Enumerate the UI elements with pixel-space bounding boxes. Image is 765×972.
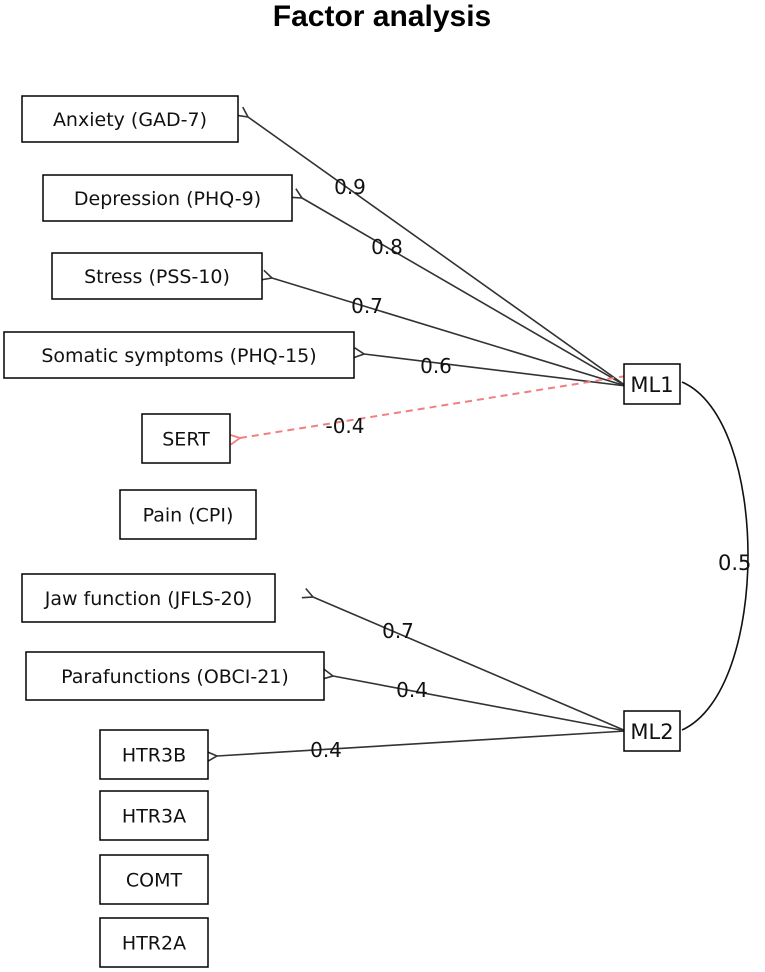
factor-label: ML1 [630,373,673,397]
variable-sert: SERT [141,413,231,464]
loading-arrow-sert [240,375,627,438]
loading-value-htr3b: 0.4 [310,738,342,762]
loading-value-parafunctions: 0.4 [396,678,428,702]
loading-value-anxiety: 0.9 [334,175,366,199]
variable-box [99,917,209,968]
variable-label: Depression (PHQ-9) [74,188,261,210]
variable-box [21,95,239,143]
variable-box [21,573,276,623]
variable-box [99,854,209,905]
variable-anxiety: Anxiety (GAD-7) [21,95,239,143]
variable-label: Somatic symptoms (PHQ-15) [41,345,316,367]
loading-arrow-stress [272,278,627,387]
loading-value-stress: 0.7 [351,294,383,318]
diagram-title: Factor analysis [273,0,491,33]
loading-value-jaw: 0.7 [382,619,414,643]
variable-htr3b: HTR3B [99,729,209,780]
factor-box [623,363,681,405]
loading-arrow-parafunctions [333,676,627,732]
observed-variables: Anxiety (GAD-7) Depression (PHQ-9) Stress … [3,95,355,968]
variable-htr2a: HTR2A [99,917,209,968]
variable-label: COMT [126,870,183,892]
factor-correlation-label: 0.5 [718,551,751,575]
variable-box [42,174,293,222]
variable-stress: Stress (PSS-10) [51,252,263,300]
variable-box [51,252,263,300]
variable-label: Pain (CPI) [143,505,234,527]
variable-depression: Depression (PHQ-9) [42,174,293,222]
variable-parafunctions: Parafunctions (OBCI-21) [25,651,325,701]
variable-box [99,729,209,780]
variable-label: HTR3A [122,806,186,828]
factor-ml1: ML1 [623,363,681,405]
variable-box [25,651,325,701]
variable-box [99,790,209,841]
variable-label: Parafunctions (OBCI-21) [61,666,289,688]
loading-arrow-jaw [313,597,627,732]
loading-value-depression: 0.8 [371,235,403,259]
loading-edges: 0.9 0.8 0.7 0.6 -0.4 0.7 0.4 0.4 [217,117,627,762]
variable-box [3,331,355,379]
variable-label: SERT [162,429,210,451]
variable-label: Stress (PSS-10) [84,266,230,288]
variable-pain: Pain (CPI) [119,489,257,540]
loading-arrow-anxiety [248,117,627,387]
variable-htr3a: HTR3A [99,790,209,841]
factor-box [623,710,681,752]
variable-box [119,489,257,540]
variable-jaw: Jaw function (JFLS-20) [21,573,276,623]
variable-label: HTR3B [122,745,186,767]
variable-label: Anxiety (GAD-7) [53,109,207,131]
loading-arrow-htr3b [217,730,627,756]
factor-label: ML2 [630,720,673,744]
variable-comt: COMT [99,854,209,905]
factor-ml2: ML2 [623,710,681,752]
factor-correlation-curve [681,381,749,731]
loading-value-sert: -0.4 [325,414,364,438]
variable-somatic: Somatic symptoms (PHQ-15) [3,331,355,379]
loading-value-somatic: 0.6 [420,354,452,378]
variable-label: Jaw function (JFLS-20) [44,588,253,610]
loading-arrow-somatic [364,354,627,387]
loading-arrow-depression [302,198,627,387]
variable-box [141,413,231,464]
variable-label: HTR2A [122,933,186,955]
